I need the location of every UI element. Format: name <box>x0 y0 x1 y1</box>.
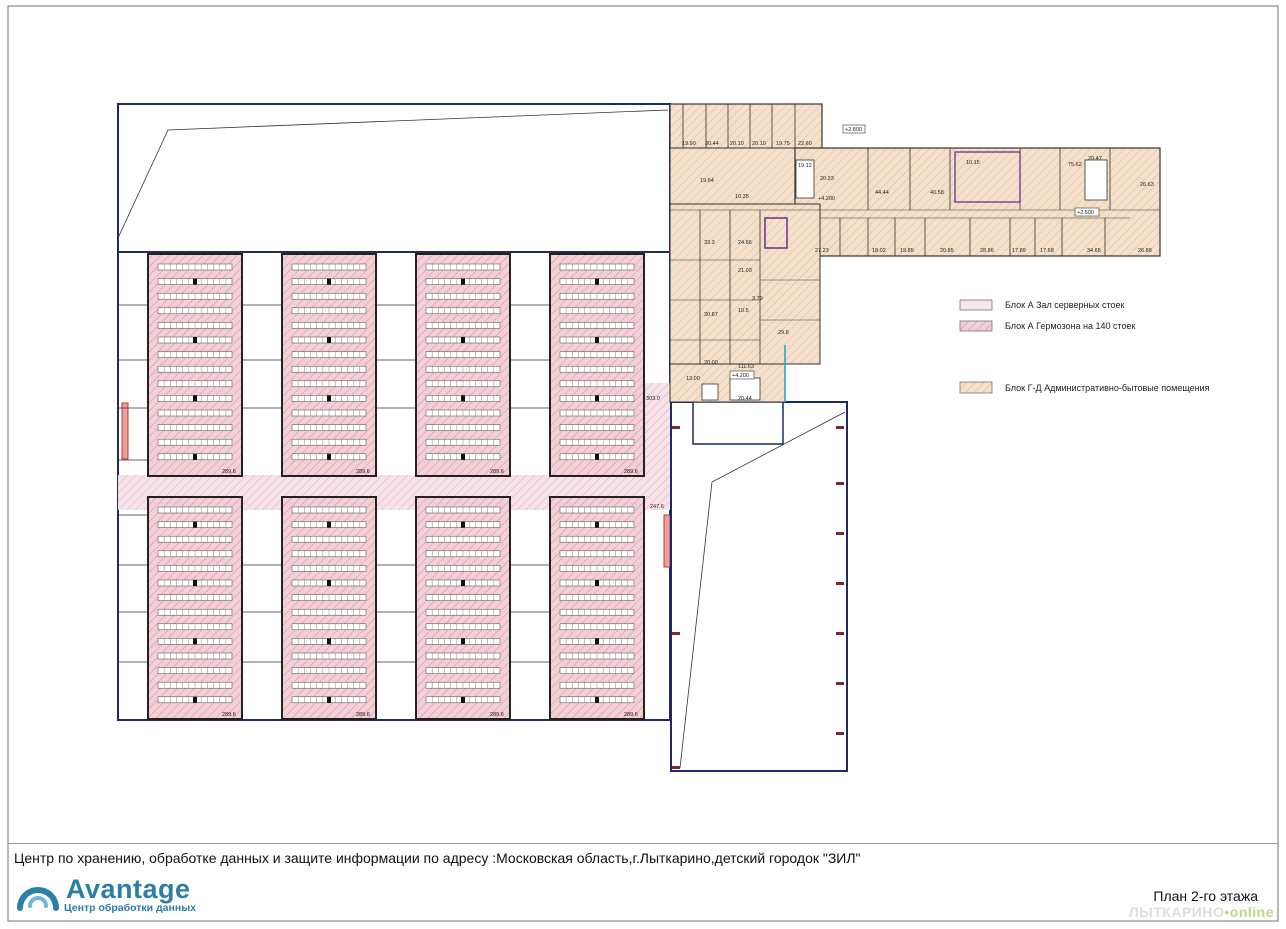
elevation-label: +2.800 <box>845 127 862 133</box>
room-area-label: 75.62 <box>1068 162 1082 168</box>
room-area-label: 20.23 <box>820 176 834 182</box>
block-b-columns <box>672 426 844 769</box>
room-area-label: 26.63 <box>1140 182 1154 188</box>
server-hall: 289.6 <box>281 253 377 477</box>
legend-label-hall: Блок А Зал серверных стоек <box>1005 300 1125 310</box>
plan-labels: 303.0 247.6 +2.800 +4.200 +2.500 +4.200 19.90 3… <box>646 127 1154 510</box>
room-area-label: 19.90 <box>682 141 696 147</box>
room-area-label: 22.60 <box>798 141 812 147</box>
legend-label-zone: Блок А Гермозона на 140 стоек <box>1005 321 1136 331</box>
room-area-label: 17.68 <box>1040 248 1054 254</box>
room-area-label: 21.03 <box>738 268 752 274</box>
hall-area-label: 289.6 <box>624 469 638 475</box>
corridor-area-label: 303.0 <box>646 396 660 402</box>
watermark-suffix: online <box>1229 904 1274 920</box>
room-area-label: 44.44 <box>875 190 889 196</box>
room-area-label: 19.64 <box>700 178 714 184</box>
hall-area-label: 289.6 <box>222 712 236 718</box>
watermark-dot: • <box>1224 904 1230 920</box>
block-b-entrance <box>692 401 784 445</box>
roof-line-upper <box>117 109 669 239</box>
company-logo: Avantage Центр обработки данных <box>14 874 214 916</box>
logo-subtitle: Центр обработки данных <box>64 902 197 914</box>
server-hall: 289.6 <box>415 496 511 720</box>
room-area-label: 28.86 <box>980 248 994 254</box>
room-area-label: 30.44 <box>705 141 719 147</box>
hall-area-label: 289.6 <box>356 469 370 475</box>
room-area-label: 19.75 <box>776 141 790 147</box>
room-area-label: 24.66 <box>738 240 752 246</box>
stair-label: 13.00 <box>686 376 700 382</box>
legend-label-admin: Блок Г-Д Административно-бытовые помещен… <box>1005 383 1210 393</box>
logo-name: Avantage <box>66 874 191 904</box>
admin-block <box>669 103 1161 403</box>
room-area-label: 19.85 <box>900 248 914 254</box>
server-hall: 289.6 <box>415 253 511 477</box>
server-hall: 289.6 <box>281 496 377 720</box>
vertical-corridor <box>641 383 671 510</box>
room-area-label: 27.23 <box>815 248 829 254</box>
left-grid-lines <box>118 304 550 663</box>
legend-swatch-zone <box>959 320 993 332</box>
plan-title: План 2-го этажа <box>1153 888 1258 904</box>
room-area-label: 10.35 <box>735 194 749 200</box>
hall-area-label: 289.6 <box>624 712 638 718</box>
server-hall: 289.6 <box>549 496 645 720</box>
room-area-label: 26.88 <box>1138 248 1152 254</box>
room-area-label: 33.3 <box>704 240 715 246</box>
stair-label: 20.44 <box>738 396 752 402</box>
roof-line-right <box>679 411 846 769</box>
room-area-label: 20.47 <box>1088 156 1102 162</box>
hall-area-label: 289.6 <box>356 712 370 718</box>
room-area-label: 40.58 <box>930 190 944 196</box>
elevation-label: +2.500 <box>1077 210 1094 216</box>
room-area-label: 34.65 <box>1087 248 1101 254</box>
room-area-label: 20.00 <box>704 360 718 366</box>
corridor-area-label: 247.6 <box>650 504 664 510</box>
room-area-label: 29.8 <box>778 330 789 336</box>
room-area-label: 10.5 <box>738 308 749 314</box>
room-area-label: 3.79 <box>752 296 763 302</box>
watermark: ЛЫТКАРИНО•online <box>1129 904 1274 920</box>
elevation-label: +4.200 <box>732 373 749 379</box>
room-area-label: 111.63 <box>738 364 754 370</box>
room-area-label: 20.10 <box>752 141 766 147</box>
logo-mark-icon <box>17 887 59 911</box>
drawing-caption: Центр по хранению, обработке данных и за… <box>14 850 861 866</box>
room-area-label: 18.02 <box>872 248 886 254</box>
room-area-label: 19.12 <box>798 163 812 169</box>
room-area-label: 10.15 <box>966 160 980 166</box>
sheet-frame <box>7 5 1279 922</box>
block-a-upper-outline <box>117 103 671 253</box>
server-hall: 289.6 <box>147 496 243 720</box>
room-area-label: 20.10 <box>730 141 744 147</box>
room-area-label: 20.85 <box>940 248 954 254</box>
room-area-label: 17.89 <box>1012 248 1026 254</box>
server-halls: 289.6 289.6 289.6 289.6 289.6 289.6 289.6 289.6 <box>147 253 645 720</box>
hall-area-label: 289.6 <box>490 712 504 718</box>
elevation-label: +4.200 <box>818 196 835 202</box>
legend-swatch-hall <box>959 299 993 311</box>
hall-area-label: 289.6 <box>222 469 236 475</box>
server-hall: 289.6 <box>549 253 645 477</box>
legend-swatch-admin <box>959 381 993 394</box>
title-block-divider <box>8 843 1278 844</box>
hall-area-label: 289.6 <box>490 469 504 475</box>
server-hall: 289.6 <box>147 253 243 477</box>
room-area-label: 30.87 <box>704 312 718 318</box>
watermark-main: ЛЫТКАРИНО <box>1128 904 1225 920</box>
